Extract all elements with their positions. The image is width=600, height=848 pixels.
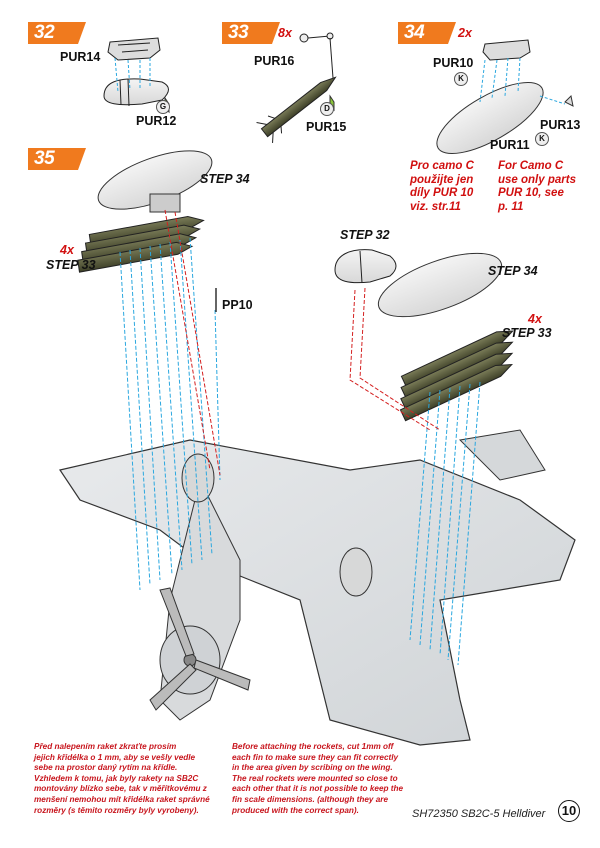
badge-k2: K [535,132,549,146]
step35-red-guides [164,209,441,476]
drop-tank-step32 [334,249,397,284]
step34-guides [479,57,566,105]
ref-step32: STEP 32 [340,228,390,242]
step32-guides [114,57,151,93]
step34-number: 34 [404,22,425,43]
left-rocket-cluster [77,216,205,273]
badge-d: D [320,102,334,116]
badge-g: G [156,100,170,114]
label-pur14: PUR14 [60,50,101,64]
step34-note-en: For Camo C use only parts PUR 10, see p.… [498,160,576,213]
step32-tab [28,22,86,44]
label-pur16: PUR16 [254,54,295,68]
product-title: SH72350 SB2C-5 Helldiver [412,808,546,820]
label-pur12: PUR12 [136,114,177,128]
ref-step34-left: STEP 34 [200,172,250,186]
step34-tab [398,22,456,44]
ref-step33-left: STEP 33 [46,258,96,272]
label-pur15: PUR15 [306,120,347,134]
step34-note-cz: Pro camo C použijte jen díly PUR 10 viz.… [410,160,474,213]
label-pur11: PUR11 [490,138,530,152]
badge-k1: K [454,72,468,86]
step33-multiplier: 8x [278,26,292,40]
right-rocket-cluster [399,330,514,422]
right-wing-section [377,252,503,318]
mult-right: 4x [528,312,542,326]
pylon-pur10 [482,39,531,61]
pylon-pur14 [107,37,161,61]
note-en: Before attaching the rockets, cut 1mm of… [232,742,404,815]
step34-multiplier: 2x [458,26,472,40]
step35-tab [28,148,86,170]
ref-step33-right: STEP 33 [502,326,552,340]
rocket-pur15 [256,76,337,143]
step33-number: 33 [228,22,249,43]
propeller [149,587,251,711]
label-pur13: PUR13 [540,118,581,132]
tail [458,429,546,481]
step35-left-wing [97,150,213,213]
aircraft-underside [59,429,576,746]
step35-blue-guides [119,237,481,666]
step35-number: 35 [34,148,55,169]
step34-diagram [436,39,574,155]
label-pur10: PUR10 [433,56,474,70]
mult-left: 4x [60,243,74,257]
label-pp10: PP10 [222,298,253,312]
ref-step34-right: STEP 34 [488,264,538,278]
drop-tank-pur12 [103,78,169,107]
wing-section-pur11 [436,81,544,155]
step32-number: 32 [34,22,55,43]
note-cz: Před nalepením raket zkraťte prosím jeji… [34,742,210,815]
step33-tab [222,22,280,44]
page-number: 10 [558,800,580,822]
pur16-rail [299,32,334,79]
